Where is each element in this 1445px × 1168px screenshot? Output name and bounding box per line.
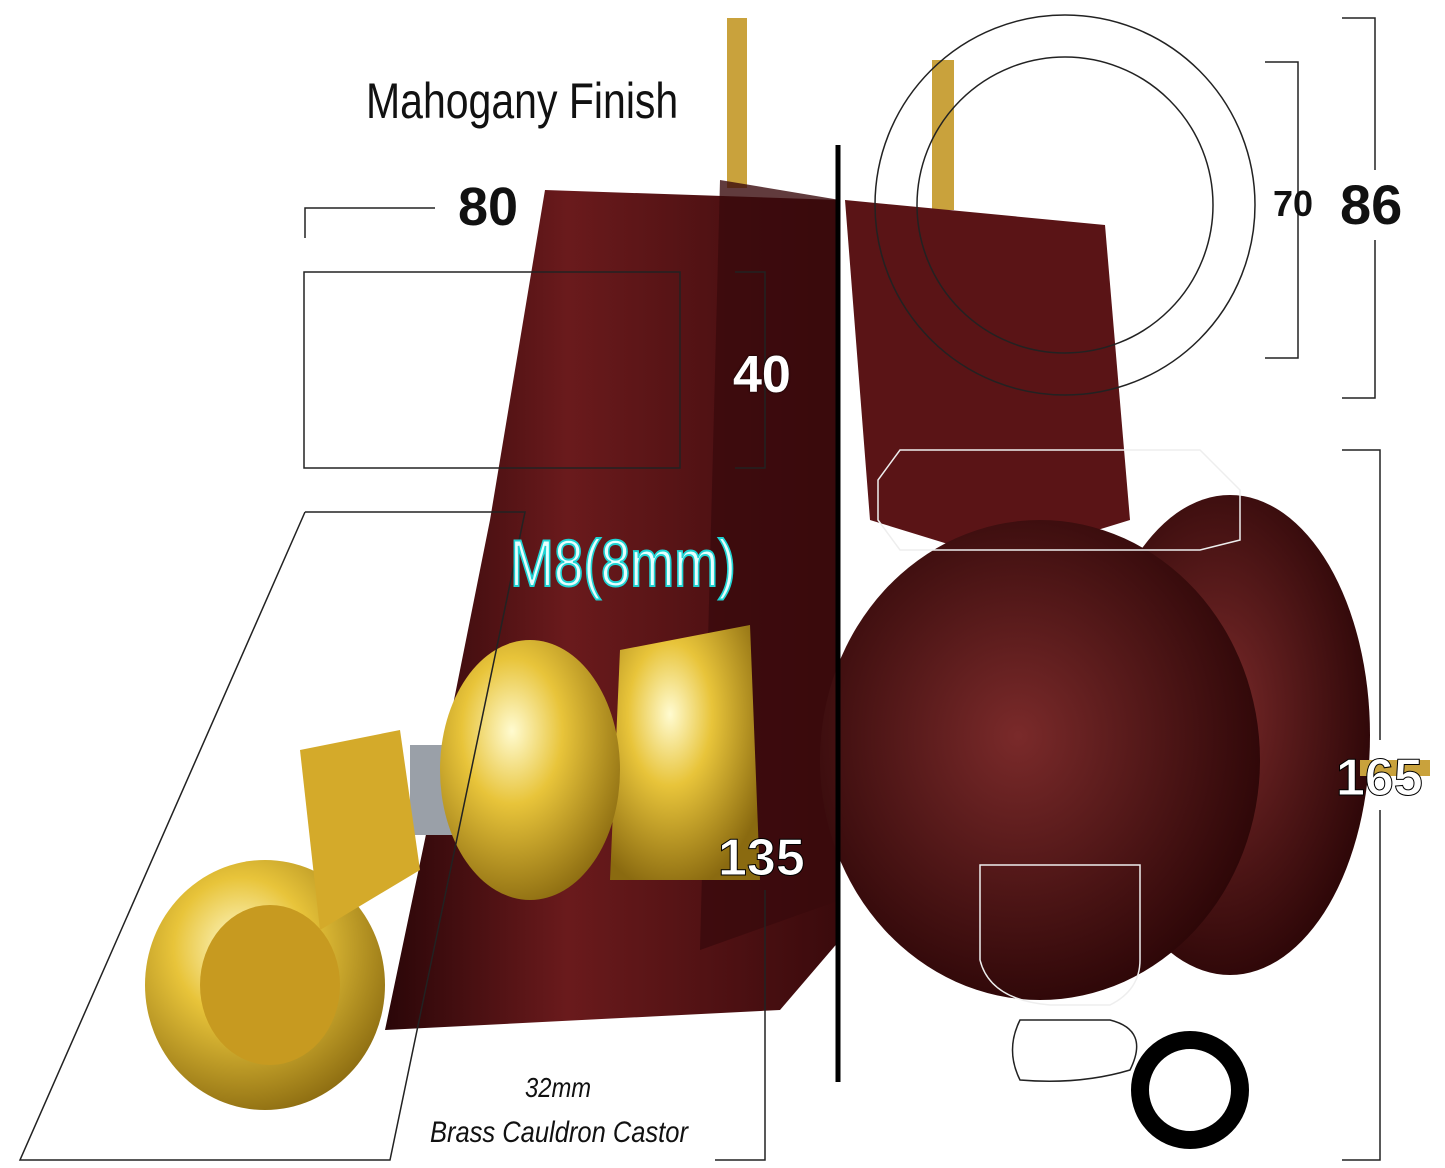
thread-size-label: M8(8mm) [509,525,736,601]
threaded-bolt-left [727,18,747,188]
dimension-inner-70: 70 [1273,183,1314,224]
dimension-width-80: 80 [458,177,519,237]
dimension-outer-86: 86 [1340,173,1403,236]
round-bun-leg [820,60,1430,1000]
dimension-height-135: 135 [718,829,806,888]
castor-wheel-outline [1131,1031,1249,1149]
dimension-lines [18,14,1381,1161]
dimension-height-165: 165 [1336,749,1424,808]
finish-title: Mahogany Finish [366,73,679,129]
dimension-depth-40: 40 [733,346,791,404]
threaded-bolt-side [1360,760,1430,776]
castor-size-label: 32mm [525,1072,592,1103]
threaded-bolt-right [932,60,954,210]
castor-name-label: Brass Cauldron Castor [430,1116,688,1149]
